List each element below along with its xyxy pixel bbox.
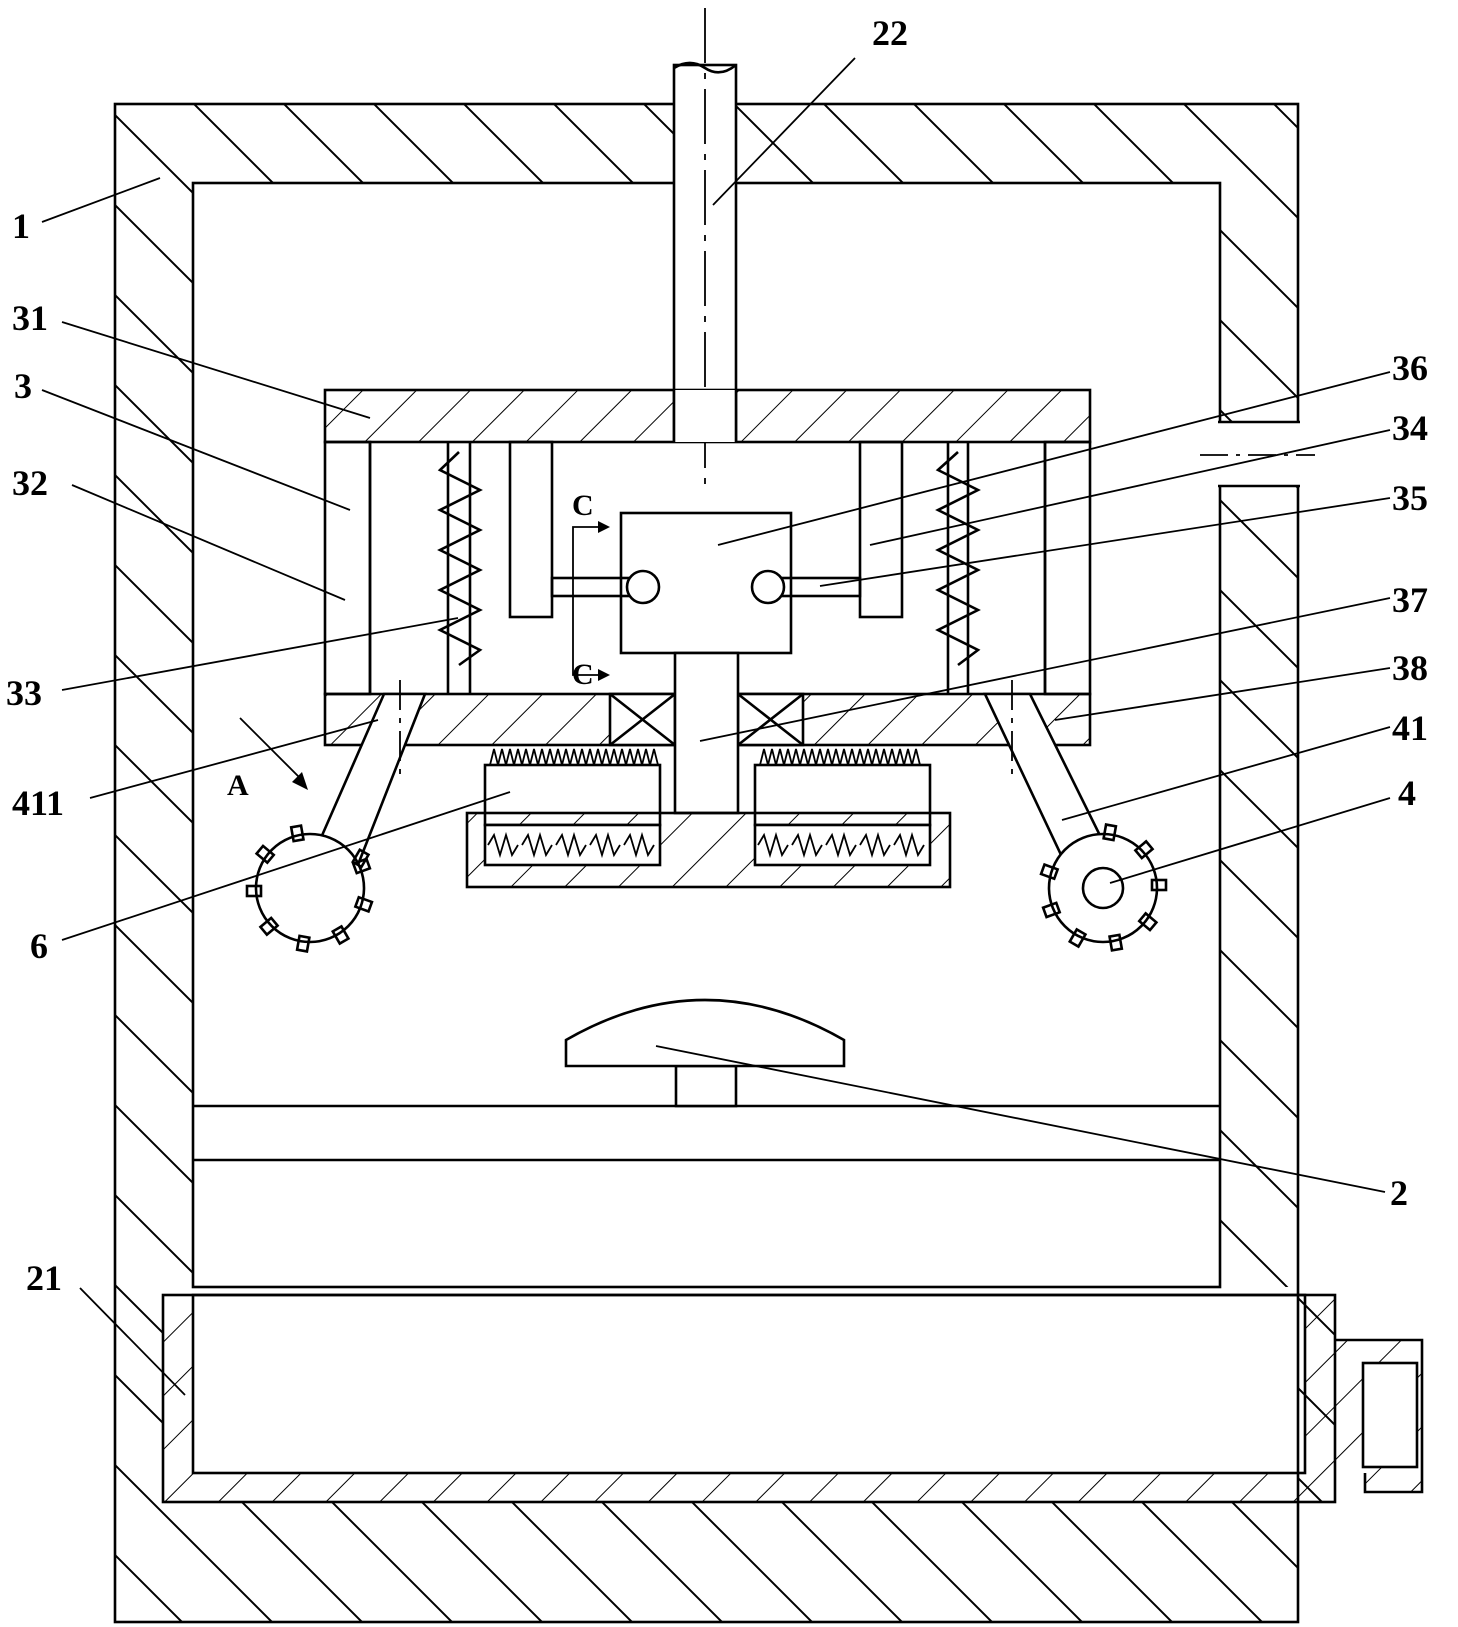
cutting-head-frame	[323, 388, 1092, 747]
guide-block-right	[858, 440, 904, 619]
guide-block-left	[508, 440, 554, 619]
collection-drawer	[161, 1293, 1424, 1504]
label-35: 35	[1392, 478, 1428, 518]
label-36: 36	[1392, 348, 1428, 388]
roller-left	[245, 824, 374, 953]
center-slider-block	[550, 511, 862, 655]
view-arrow-a: A	[227, 717, 308, 802]
label-31: 31	[12, 298, 48, 338]
label-4: 4	[1398, 773, 1416, 813]
label-41: 41	[1392, 708, 1428, 748]
reference-labels: 1 31 3 32 33 411 6 21 22 36 34 35 37 38 …	[6, 13, 1428, 1298]
cutter-block-right	[753, 748, 932, 867]
spring-right	[935, 442, 981, 694]
label-2: 2	[1390, 1173, 1408, 1213]
label-32: 32	[12, 463, 48, 503]
roller-right	[1039, 823, 1168, 952]
view-label-a: A	[227, 769, 249, 802]
label-37: 37	[1392, 580, 1428, 620]
label-6: 6	[30, 926, 48, 966]
leader-lines	[41, 57, 1391, 1396]
section-label-c-top: C	[572, 489, 594, 522]
label-33: 33	[6, 673, 42, 713]
label-38: 38	[1392, 648, 1428, 688]
dome-fixture	[564, 998, 846, 1108]
label-21: 21	[26, 1258, 62, 1298]
work-platform	[193, 1104, 1220, 1162]
drive-shaft	[672, 8, 738, 490]
label-1: 1	[12, 206, 30, 246]
section-marker: C C	[572, 489, 610, 691]
label-34: 34	[1392, 408, 1428, 448]
label-22: 22	[872, 13, 908, 53]
spring-left	[437, 442, 483, 694]
label-411: 411	[12, 783, 64, 823]
label-3: 3	[14, 366, 32, 406]
cutter-block-left	[483, 748, 662, 867]
section-label-c-bottom: C	[572, 658, 594, 691]
